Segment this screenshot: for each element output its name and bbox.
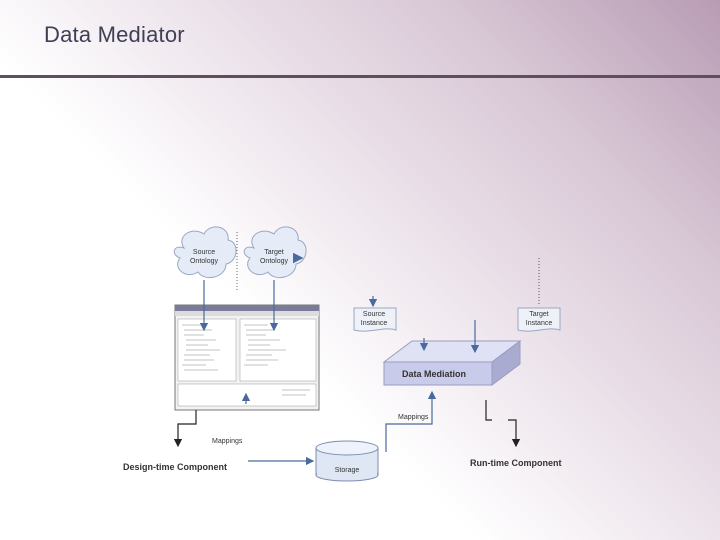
source-ontology-cloud: Source Ontology [173, 226, 237, 279]
storage-cylinder: Storage [315, 440, 379, 482]
mappings-left-label: Mappings [212, 438, 243, 445]
mappings-right-label: Mappings [398, 414, 429, 421]
run-time-arrow [508, 419, 521, 448]
run-time-component-label: Run-time Component [470, 458, 562, 468]
source-ontology-line1: Source [193, 249, 215, 256]
source-instance-doc: Source Instance [353, 307, 397, 332]
design-time-arrow [173, 410, 197, 448]
target-instance-doc: Target Instance [517, 307, 561, 332]
run-time-bracket-left [485, 400, 492, 421]
source-instance-line1: Source [363, 311, 385, 318]
title-divider [0, 75, 720, 78]
target-instance-line2: Instance [526, 320, 553, 327]
data-mediation-label: Data Mediation [402, 369, 466, 379]
target-ontology-line1: Target [264, 249, 284, 256]
target-instance-line1: Target [529, 311, 549, 318]
source-ontology-line2: Ontology [190, 258, 219, 265]
storage-label: Storage [335, 467, 360, 474]
design-time-component-label: Design-time Component [123, 462, 227, 472]
mappings-to-mediation-arrow [385, 390, 437, 452]
mapping-tool-window [174, 304, 320, 411]
target-ontology-cloud: Target Ontology [243, 226, 307, 279]
source-instance-line2: Instance [361, 320, 388, 327]
target-ontology-line2: Ontology [260, 258, 289, 265]
page-title: Data Mediator [44, 22, 185, 47]
data-mediation-box: Data Mediation [382, 340, 522, 386]
